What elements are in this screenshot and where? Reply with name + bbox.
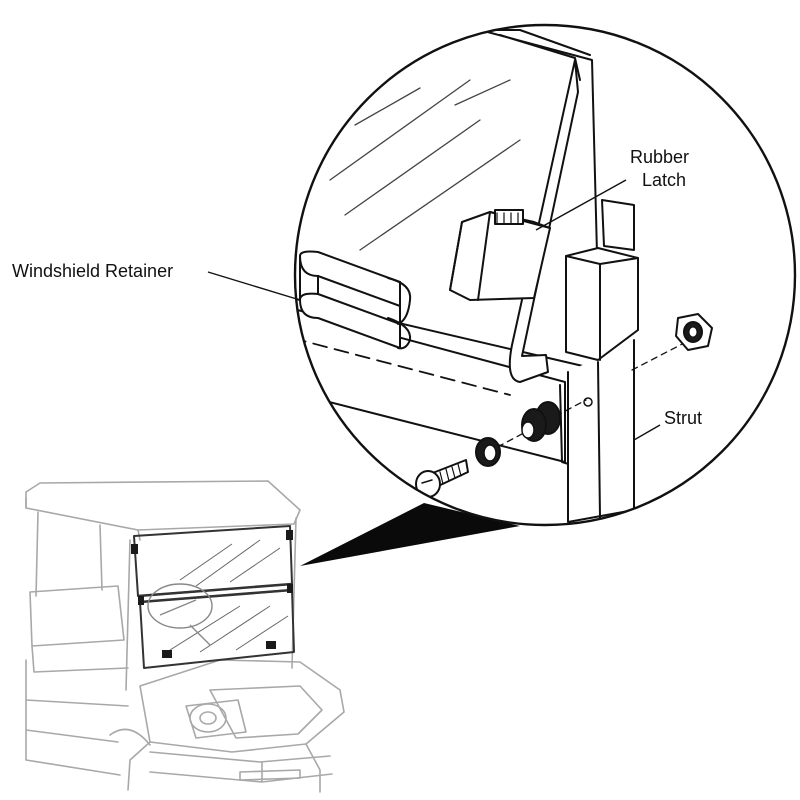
cart-rear-body [25, 659, 129, 776]
leader-lines [207, 179, 661, 441]
rubber-latch-part [449, 209, 551, 301]
golf-cart-illustration [25, 480, 345, 793]
rubber-latch-label-line2: Latch [642, 170, 686, 190]
strut-leader [633, 424, 661, 441]
cart-windshield [133, 525, 295, 669]
latch-wire [508, 59, 579, 383]
windshield-retainer-leader [207, 271, 301, 301]
hex-nut [675, 313, 713, 351]
spacer-grommet [521, 401, 561, 442]
windshield-retainer-part [299, 250, 412, 350]
detail-circle-outline [293, 23, 797, 527]
washer [475, 437, 501, 467]
cart-rear-post [35, 511, 103, 597]
strut-part [565, 199, 639, 523]
windshield-retainer-label: Windshield Retainer [12, 261, 173, 281]
cart-roof [25, 480, 301, 531]
cart-headlight [189, 703, 227, 733]
callout-pointer [300, 503, 520, 566]
rubber-latch-label-line1: Rubber [630, 147, 689, 167]
cart-front-post [125, 517, 297, 691]
lower-panel-frame [295, 307, 566, 463]
cart-hood [139, 659, 345, 753]
rubber-latch-leader [535, 179, 627, 231]
cart-latches [131, 530, 293, 658]
glass-hatching [329, 79, 521, 251]
cart-seat [29, 585, 125, 647]
cart-bumper [149, 751, 333, 783]
strut-label: Strut [664, 408, 702, 428]
